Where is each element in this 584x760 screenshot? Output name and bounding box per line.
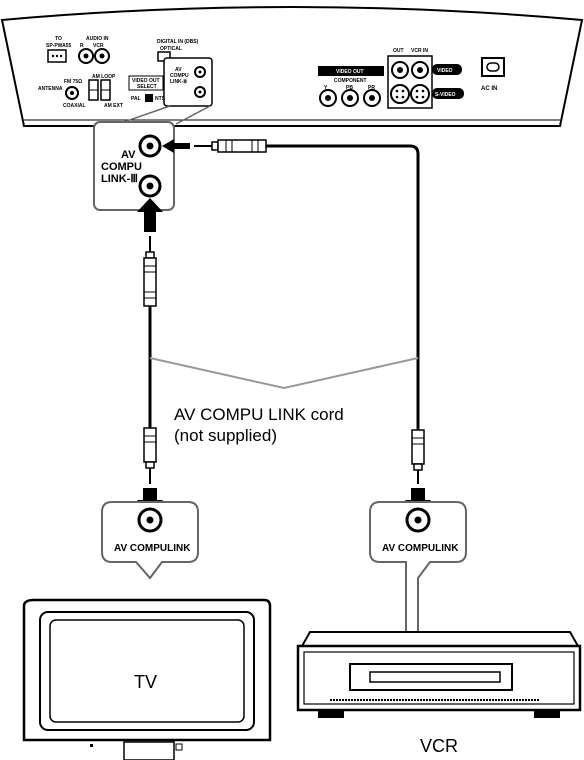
arrow-into-top-jack (162, 139, 190, 153)
zoom-av-label: AV (121, 149, 136, 161)
s-video-label: S-VIDEO (435, 92, 456, 98)
select-label: SELECT (137, 84, 157, 90)
audio-in-label: AUDIO IN (86, 36, 109, 42)
receiver-rear-panel: TO SP-PWA55 AUDIO IN R VCR DIGITAL IN (D… (0, 6, 584, 127)
video-out-select-switch: VIDEO OUT SELECT PAL NTSC (128, 75, 169, 102)
speaker-to-label: TO (55, 36, 62, 42)
speaker-model-label: SP-PWA55 (46, 43, 72, 49)
antenna-label: ANTENNA (38, 86, 63, 92)
ac-inlet: AC IN (481, 57, 505, 92)
cord-bracket (149, 357, 419, 390)
vcr-in-label: VCR IN (411, 48, 428, 54)
out-label: OUT (393, 48, 404, 54)
cord-to-tv (137, 198, 163, 516)
audio-in-r-label: R (80, 43, 84, 49)
panel-av-label: AV (175, 67, 182, 73)
tv-label: TV (134, 672, 157, 692)
tv-compulink-callout: AV COMPULINK (101, 501, 199, 580)
tv-illustration: TV (22, 598, 272, 760)
panel-link-label: LINK-Ⅲ (170, 78, 187, 85)
fm-75-label: FM 75Ω (64, 79, 82, 85)
cord-to-vcr (162, 139, 431, 516)
arrow-into-bottom-jack (137, 198, 163, 232)
am-loop-label: AM LOOP (92, 74, 116, 80)
video-out-label: VIDEO OUT (336, 69, 364, 75)
component-pb-label: PB (346, 85, 353, 91)
audio-in-jacks: AUDIO IN R VCR (78, 36, 110, 64)
optical-label: OPTICAL (160, 46, 182, 52)
vcr-compulink-label: AV COMPULINK (382, 543, 459, 554)
antenna-terminals: ANTENNA FM 75Ω COAXIAL AM LOOP AM EXT (38, 74, 123, 109)
zoomed-av-compulink-panel: AV COMPU LINK-Ⅲ (93, 121, 175, 211)
ac-in-label: AC IN (481, 86, 497, 92)
cord-label-line1: AV COMPU LINK cord (174, 405, 344, 424)
zoom-compu-label: COMPU (101, 161, 142, 173)
panel-compu-label: COMPU (170, 73, 189, 79)
zoom-link-label: LINK-Ⅲ (101, 173, 138, 185)
am-ext-label: AM EXT (104, 103, 123, 109)
vcr-compulink-callout: AV COMPULINK (369, 501, 467, 633)
digital-in-label: DIGITAL IN (DBS) (157, 39, 199, 45)
vcr-video-jacks: OUT VCR IN VIDEO S-VIDEO (387, 48, 464, 109)
vcr-label: VCR (420, 736, 458, 756)
video-label: VIDEO (437, 68, 453, 74)
component-pr-label: PR (368, 85, 375, 91)
audio-in-vcr-label: VCR (93, 43, 104, 49)
video-out-select-label: VIDEO OUT (132, 78, 160, 84)
tv-compulink-label: AV COMPULINK (114, 543, 191, 554)
coaxial-label: COAXIAL (63, 103, 86, 109)
ntsc-label: NTSC (155, 96, 169, 102)
component-label: COMPONENT (334, 78, 367, 84)
cord-label-line2: (not supplied) (174, 426, 277, 445)
component-video-out: VIDEO OUT COMPONENT Y PB PR (318, 66, 384, 107)
pal-label: PAL (131, 96, 141, 102)
vcr-illustration: VCR (296, 631, 582, 756)
zoom-line-right (175, 105, 211, 125)
speaker-terminal: TO SP-PWA55 (46, 36, 72, 63)
component-y-label: Y (324, 85, 328, 91)
panel-av-compulink-jacks: AV COMPU LINK-Ⅲ (163, 57, 213, 107)
